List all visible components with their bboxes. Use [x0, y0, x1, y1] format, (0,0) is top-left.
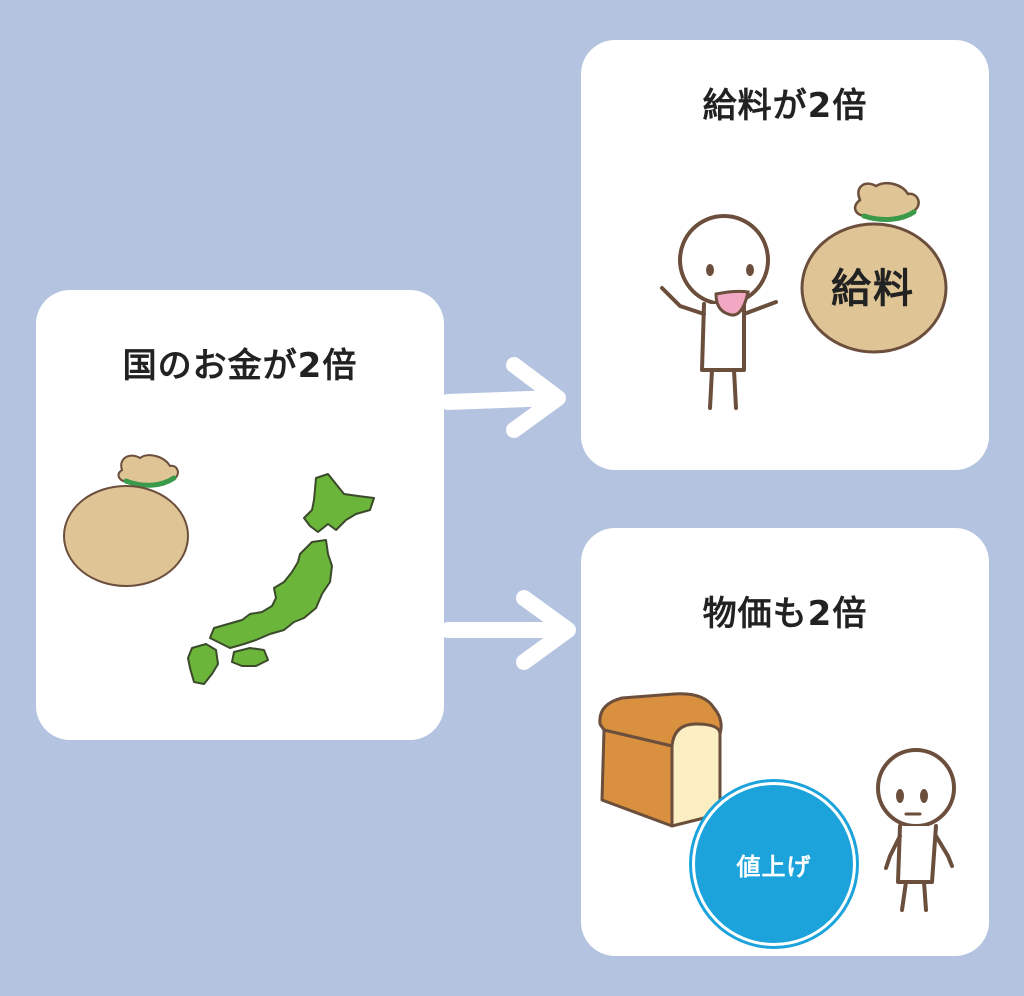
worried-person-icon [876, 748, 956, 912]
money-bag-icon [63, 454, 189, 587]
salary-bag-label: 給料 [831, 266, 915, 312]
card-title: 物価も2倍 [702, 594, 868, 634]
happy-person-icon [660, 214, 778, 410]
card-title: 給料が2倍 [702, 86, 868, 126]
card-title: 国のお金が2倍 [122, 346, 358, 386]
bread-icon [598, 692, 723, 828]
japan-map-icon [187, 473, 375, 685]
salary-bag-icon [800, 182, 948, 354]
price-up-badge: 値上げ [692, 782, 856, 946]
